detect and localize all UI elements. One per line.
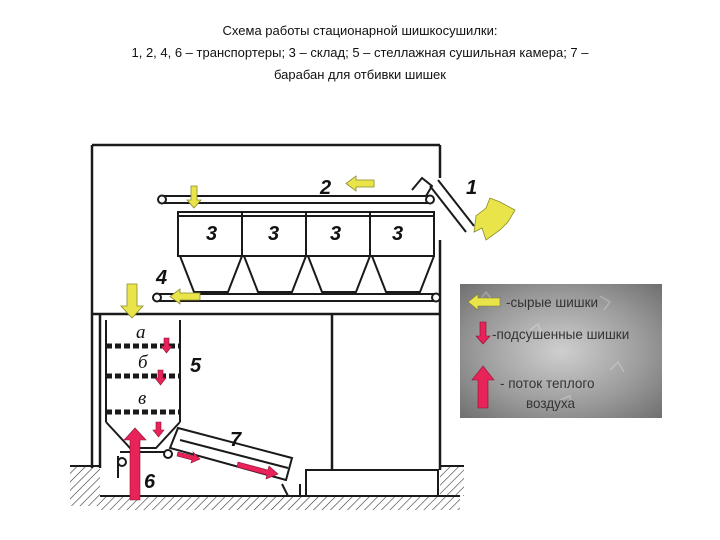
shelf-rows [106,343,180,415]
label-3b: 3 [268,223,279,245]
label-3a: 3 [206,223,217,245]
legend-air-text-1: - поток теплого [500,376,595,391]
arrow-raw-along-4 [169,288,201,305]
shelf-label-v: в [138,388,146,409]
shelf-label-a: а [136,322,146,343]
storage-3 [177,211,435,293]
transporter-1 [429,179,475,233]
transporter-6 [117,456,127,478]
arrow-raw-along-2 [345,175,375,192]
label-5: 5 [190,355,202,377]
warm-air-arrows [123,427,147,501]
raw-cone-arrows [120,175,516,319]
legend-raw-text: -сырые шишки [506,295,598,310]
legend-dried-text: -подсушенные шишки [492,327,629,342]
label-1: 1 [466,177,477,199]
arrow-raw-incoming [473,197,516,241]
caption-line-3: барабан для отбивки шишек [274,67,446,82]
caption-line-2: 1, 2, 4, 6 – транспортеры; 3 – склад; 5 … [131,45,589,60]
shelf-label-b: б [138,352,149,373]
component-numbers: 2 1 3 3 3 3 4 5 7 6 а б в [136,177,477,493]
label-4: 4 [155,267,167,289]
legend-air-text-2: воздуха [526,396,575,411]
legend-background [460,284,662,418]
label-6: 6 [144,471,156,493]
dried-cone-arrows [152,337,279,480]
label-2: 2 [319,177,331,199]
drying-chamber-5 [105,320,181,453]
label-7: 7 [230,429,242,451]
transporter-2 [157,176,435,205]
building-frame [90,143,442,470]
transporter-4 [152,292,441,303]
ground [70,465,464,510]
arrow-raw-into-store [186,185,202,209]
drum-7 [163,426,439,497]
label-3c: 3 [330,223,341,245]
arrow-raw-into-dryer [120,283,144,319]
caption-line-1: Схема работы стационарной шишкосушилки: [222,23,498,38]
diagram-caption: Схема работы стационарной шишкосушилки: … [40,20,680,86]
legend: -сырые шишки -подсушенные шишки - поток … [460,284,662,418]
label-3d: 3 [392,223,403,245]
